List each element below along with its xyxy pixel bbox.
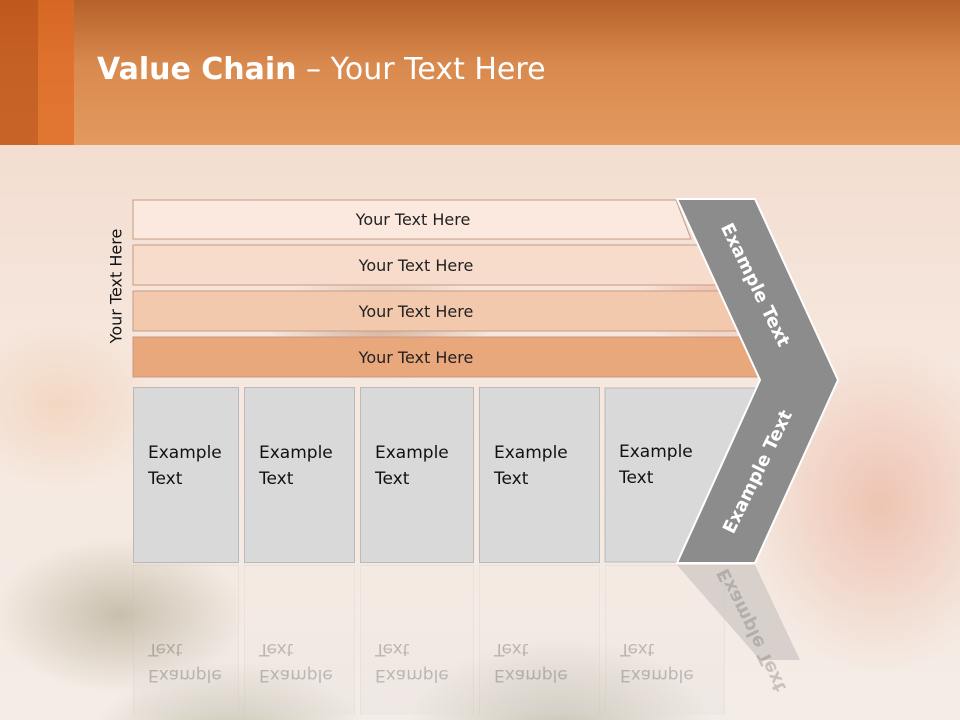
header-stripe-light	[38, 0, 74, 145]
activity-box-5-reflection: Example Text	[605, 565, 725, 715]
activity-box-1-reflection: Example Text	[133, 565, 239, 715]
activity-box-3-reflection: Example Text	[360, 565, 474, 715]
activity-box-3-reflection-text: Example Text	[375, 639, 449, 685]
slide-title[interactable]: Value Chain – Your Text Here	[97, 52, 546, 87]
activity-box-5[interactable]: Example Text	[605, 387, 705, 563]
title-bold: Value Chain	[97, 52, 297, 87]
band-4-label: Your Text Here	[358, 347, 474, 367]
band-4[interactable]: Your Text Here	[133, 338, 699, 376]
activity-box-4-reflection-text: Example Text	[494, 639, 568, 685]
band-3[interactable]: Your Text Here	[133, 292, 699, 330]
chevron-reflection	[677, 565, 800, 660]
activity-box-3[interactable]: Example Text	[360, 387, 474, 563]
band-3-label: Your Text Here	[358, 301, 474, 321]
activity-box-3-text: Example Text	[375, 443, 449, 489]
band-2[interactable]: Your Text Here	[133, 246, 699, 284]
title-rest: – Your Text Here	[296, 52, 546, 87]
activity-box-5-text: Example Text	[619, 442, 693, 488]
activity-box-1-reflection-text: Example Text	[148, 639, 222, 685]
activity-box-4[interactable]: Example Text	[479, 387, 600, 563]
activity-box-2-reflection-text: Example Text	[259, 639, 333, 685]
activity-box-5-reflection-text: Example Text	[620, 639, 694, 685]
band-1-shape	[132, 199, 692, 240]
header-stripe-dark	[0, 0, 38, 145]
activity-box-2[interactable]: Example Text	[244, 387, 355, 563]
activity-box-4-text: Example Text	[494, 443, 568, 489]
activity-box-1-text: Example Text	[148, 443, 222, 489]
chevron-shape	[675, 198, 840, 564]
activity-box-2-text: Example Text	[259, 443, 333, 489]
activity-box-2-reflection: Example Text	[244, 565, 355, 715]
activity-box-1[interactable]: Example Text	[133, 387, 239, 563]
activity-box-4-reflection: Example Text	[479, 565, 600, 715]
band-2-label: Your Text Here	[358, 255, 474, 275]
band-1-label: Your Text Here	[355, 209, 471, 229]
header-bar: Value Chain – Your Text Here	[0, 0, 960, 145]
band-1[interactable]: Your Text Here	[133, 200, 693, 238]
